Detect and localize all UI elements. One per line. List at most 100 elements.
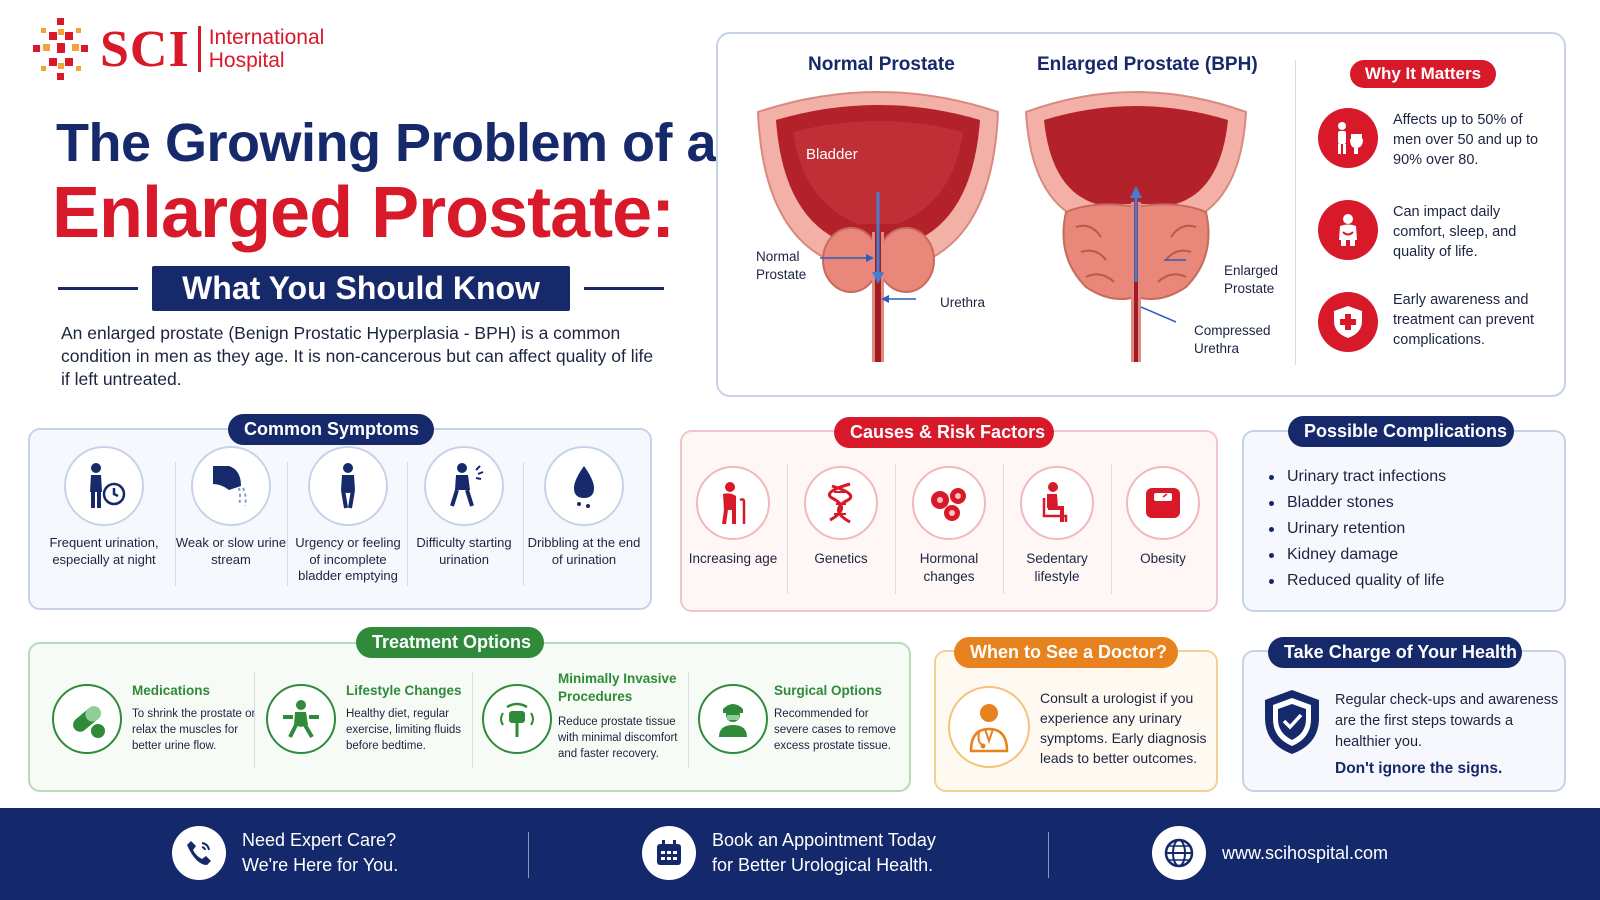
footer-divider: [1048, 832, 1049, 878]
shield-check-icon: [1256, 686, 1328, 758]
hormone-cells-icon: [912, 466, 986, 540]
surgeon-icon: [698, 684, 768, 754]
symptom-label: Urgency or feeling of incomplete bladder…: [295, 535, 401, 583]
complication-item: Bladder stones: [1269, 490, 1446, 516]
why-text-1: Affects up to 50% of men over 50 and up …: [1393, 112, 1539, 168]
symptom-label: Difficulty starting urination: [416, 535, 512, 567]
cause-divider: [787, 464, 788, 594]
cause-item: Obesity: [1113, 466, 1213, 568]
symptom-label: Weak or slow urine stream: [175, 535, 287, 567]
symptom-divider: [523, 462, 524, 586]
treatment-desc: Recommended for severe cases to remove e…: [774, 708, 897, 752]
urethra-label: Urethra: [940, 295, 986, 310]
logo-brand: SCI: [100, 20, 190, 78]
treatment-desc: Healthy diet, regular exercise, limiting…: [346, 708, 462, 752]
doctor-icon: [948, 686, 1030, 768]
treatment-heading: Medications: [132, 683, 211, 698]
footer-divider: [528, 832, 529, 878]
phone-icon: [172, 826, 226, 880]
logo[interactable]: SCI International Hospital: [30, 14, 360, 84]
prostate-illustration: [756, 91, 1248, 362]
laser-device-icon: [482, 684, 552, 754]
calendar-icon: [642, 826, 696, 880]
discomfort-person-icon: [1318, 200, 1378, 260]
subtitle: What You Should Know: [152, 265, 570, 311]
toilet-person-icon: [1318, 108, 1378, 168]
normal-prostate-label: Normal Prostate: [756, 249, 807, 282]
complication-item: Kidney damage: [1269, 542, 1446, 568]
treatment-divider: [688, 672, 689, 768]
health-text: Regular check-ups and awareness are the …: [1335, 692, 1559, 750]
complication-item: Urinary tract infections: [1269, 464, 1446, 490]
treatment-desc: To shrink the prostate or relax the musc…: [132, 708, 256, 752]
health-title: Take Charge of Your Health: [1268, 637, 1522, 668]
symptom-divider: [287, 462, 288, 586]
cause-item: Sedentary lifestyle: [1007, 466, 1107, 586]
symptom-label: Dribbling at the end of urination: [527, 535, 641, 567]
urgency-person-icon: [308, 446, 388, 526]
exercise-icon: [266, 684, 336, 754]
cause-label: Increasing age: [688, 551, 778, 566]
causes-title: Causes & Risk Factors: [834, 417, 1054, 448]
footer-care-text: Need Expert Care? We're Here for You.: [242, 830, 399, 875]
enlarged-prostate-label: Enlarged Prostate: [1224, 263, 1279, 296]
normal-bladder: [756, 91, 1000, 362]
droplet-icon: [544, 446, 624, 526]
weak-stream-icon: [191, 446, 271, 526]
symptom-item: Weak or slow urine stream: [172, 446, 290, 568]
title-line-1: The Growing Problem of an: [56, 113, 749, 173]
cause-divider: [1003, 464, 1004, 594]
treatment-heading: Minimally Invasive Procedures: [558, 671, 677, 704]
person-clock-icon: [64, 446, 144, 526]
subtitle-rule-left: [58, 286, 139, 290]
cause-item: Hormonal changes: [899, 466, 999, 586]
globe-icon: [1152, 826, 1206, 880]
complication-item: Urinary retention: [1269, 516, 1446, 542]
symptom-item: Urgency or feeling of incomplete bladder…: [289, 446, 407, 585]
footer-website[interactable]: www.scihospital.com: [1152, 826, 1388, 880]
compressed-urethra-label: Compressed Urethra: [1194, 323, 1271, 356]
cause-label: Obesity: [1140, 551, 1186, 566]
cause-divider: [895, 464, 896, 594]
title-line-2: Enlarged Prostate:: [52, 173, 675, 253]
why-text-2: Can impact daily comfort, sleep, and qua…: [1393, 204, 1517, 260]
footer-website-text[interactable]: www.scihospital.com: [1222, 842, 1389, 863]
footer-care[interactable]: Need Expert Care? We're Here for You.: [172, 826, 398, 880]
doctor-title: When to See a Doctor?: [954, 637, 1178, 668]
treatment-title: Treatment Options: [356, 627, 544, 658]
enlarged-prostate-title: Enlarged Prostate (BPH): [1037, 54, 1258, 75]
medical-shield-icon: [1318, 292, 1378, 352]
why-text-3: Early awareness and treatment can preven…: [1393, 292, 1535, 348]
doctor-text: Consult a urologist if you experience an…: [1040, 690, 1207, 766]
symptoms-title: Common Symptoms: [228, 414, 434, 445]
enlarged-bladder: [1024, 91, 1248, 362]
pill-icon: [52, 684, 122, 754]
dna-icon: [804, 466, 878, 540]
symptom-item: Difficulty starting urination: [405, 446, 523, 568]
footer-appointment[interactable]: Book an Appointment Today for Better Uro…: [642, 826, 936, 880]
why-title: Why It Matters: [1350, 60, 1496, 88]
symptom-divider: [407, 462, 408, 586]
treatment-desc: Reduce prostate tissue with minimal disc…: [558, 716, 678, 760]
complication-item: Reduced quality of life: [1269, 568, 1446, 594]
complications-title: Possible Complications: [1288, 416, 1514, 447]
footer: [0, 808, 1600, 900]
treatment-heading: Lifestyle Changes: [346, 683, 462, 698]
complications-list: Urinary tract infections Bladder stones …: [1269, 464, 1446, 594]
logo-name: International Hospital: [208, 26, 325, 72]
cause-divider: [1111, 464, 1112, 594]
anatomy-divider: [1295, 60, 1296, 365]
cause-item: Genetics: [791, 466, 891, 568]
footer-appointment-text: Book an Appointment Today for Better Uro…: [712, 830, 936, 875]
treatment-divider: [472, 672, 473, 768]
health-cta: Don't ignore the signs.: [1335, 760, 1503, 777]
cause-item: Increasing age: [683, 466, 783, 568]
logo-mark-icon: [33, 18, 88, 80]
elderly-person-icon: [696, 466, 770, 540]
subtitle-rule-right: [583, 286, 664, 290]
normal-prostate-title: Normal Prostate: [808, 54, 955, 75]
symptom-item: Frequent urination, especially at night: [45, 446, 163, 568]
subtitle-banner: What You Should Know: [58, 265, 664, 311]
symptom-divider: [175, 462, 176, 586]
